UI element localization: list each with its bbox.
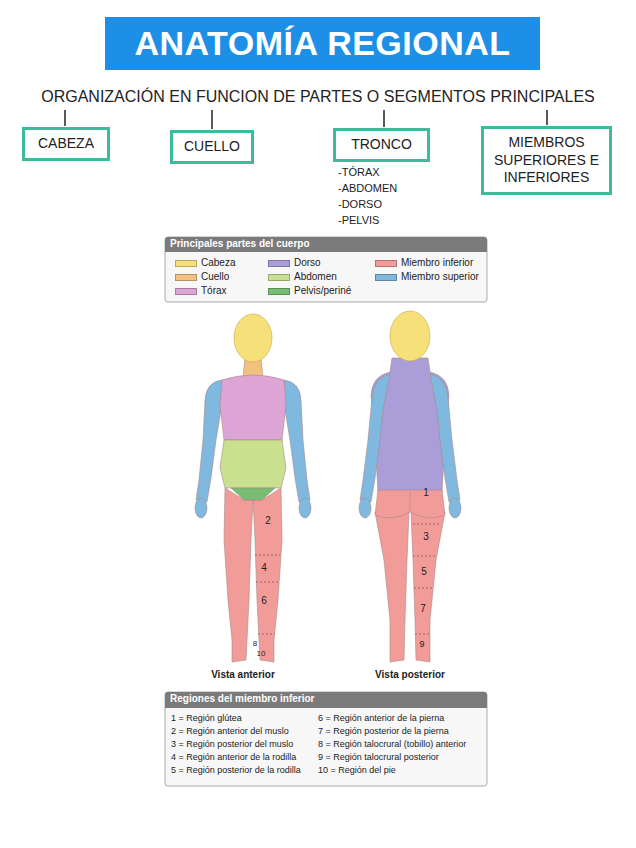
legend-text: Dorso	[294, 257, 321, 269]
section-heading: ORGANIZACIÓN EN FUNCION DE PARTES O SEGM…	[41, 87, 595, 106]
table-cell: 1 = Región glútea	[171, 713, 242, 724]
panel-header: Regiones del miembro inferior	[165, 692, 487, 708]
view-label: Vista posterior	[375, 669, 445, 681]
legend-swatch	[268, 274, 290, 281]
category-box: MIEMBROS SUPERIORES E INFERIORES	[481, 126, 612, 195]
list-item: -ABDOMEN	[338, 182, 397, 195]
callout-number: 9	[419, 639, 424, 650]
callout-number: 2	[265, 515, 271, 527]
legend-swatch	[175, 288, 197, 295]
legend-text: Cabeza	[201, 257, 235, 269]
node-text: Principales partes del cuerpo	[170, 238, 482, 249]
table-cell: 8 = Región talocrural (tobillo) anterior	[318, 739, 466, 750]
title-banner: ANATOMÍA REGIONAL	[105, 17, 540, 70]
table-cell: 5 = Región posterior de la rodilla	[171, 765, 301, 776]
legend-text: Cuello	[201, 271, 229, 283]
category-box: CABEZA	[22, 127, 110, 161]
table-cell: 10 = Región del pie	[318, 765, 396, 776]
panel-header: Principales partes del cuerpo	[165, 237, 487, 252]
legend-text: Abdomen	[294, 271, 337, 283]
callout-number: 4	[261, 562, 267, 574]
legend-swatch	[268, 288, 290, 295]
table-cell: 2 = Región anterior del muslo	[171, 726, 289, 737]
table-cell: 7 = Región posterior de la pierna	[318, 726, 449, 737]
legend-frame	[165, 237, 487, 302]
legend-text: Miembro inferior	[401, 257, 473, 269]
callout-number: 6	[261, 595, 267, 607]
legend-swatch	[375, 260, 397, 267]
callout-number: 1	[423, 487, 429, 499]
node-text: CABEZA	[31, 135, 101, 153]
legend-swatch	[175, 260, 197, 267]
legend-text: Tórax	[201, 285, 227, 297]
view-label: Vista anterior	[211, 669, 275, 681]
anterior-figure	[195, 314, 311, 662]
list-item: -DORSO	[338, 198, 382, 211]
table-frame	[165, 692, 487, 786]
legend-text: Pelvis/periné	[294, 285, 351, 297]
table-cell: 3 = Región posterior del muslo	[171, 739, 293, 750]
table-cell: 6 = Región anterior de la pierna	[318, 713, 444, 724]
callout-number: 10	[257, 649, 266, 659]
node-text: TRONCO	[342, 136, 421, 154]
posterior-figure	[359, 311, 461, 662]
legend-swatch	[175, 274, 197, 281]
category-box: TRONCO	[333, 128, 430, 162]
title-text: ANATOMÍA REGIONAL	[134, 17, 510, 70]
table-cell: 4 = Región anterior de la rodilla	[171, 752, 296, 763]
callout-number: 8	[253, 639, 257, 649]
list-item: -PELVIS	[338, 214, 379, 227]
leader-lines	[65, 110, 547, 129]
node-text: CUELLO	[179, 138, 245, 156]
legend-swatch	[268, 260, 290, 267]
callout-number: 7	[420, 603, 426, 615]
table-cell: 9 = Región talocrural posterior	[318, 752, 439, 763]
list-item: -TÓRAX	[338, 166, 380, 179]
callout-number: 5	[421, 566, 427, 578]
legend-swatch	[375, 274, 397, 281]
category-box: CUELLO	[170, 130, 254, 164]
node-text: Regiones del miembro inferior	[170, 693, 482, 704]
callout-number: 3	[423, 531, 429, 543]
node-text: MIEMBROS SUPERIORES E INFERIORES	[490, 134, 603, 187]
legend-text: Miembro superior	[401, 271, 479, 283]
